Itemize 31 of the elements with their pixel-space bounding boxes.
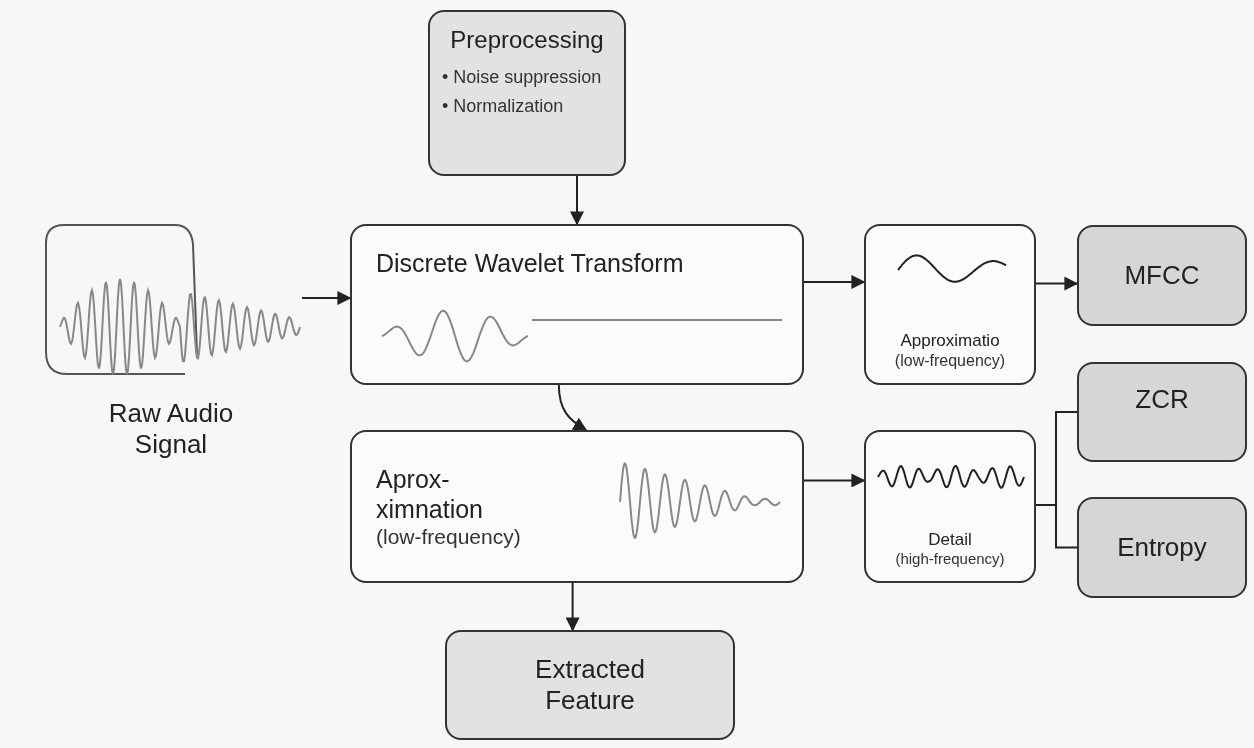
process-box (350, 224, 804, 385)
process-box (1077, 497, 1247, 598)
process-box (428, 10, 626, 176)
process-box (864, 430, 1036, 583)
node-title: Approximatio (900, 330, 1000, 351)
bullet-item: • Noise suppression (442, 65, 602, 89)
node-title: Preprocessing (450, 26, 604, 55)
node-title: Extracted Feature (534, 653, 646, 717)
arrow (803, 274, 866, 289)
arrow (803, 473, 866, 488)
process-box (445, 630, 735, 740)
arrow (565, 582, 580, 632)
process-box (1077, 225, 1247, 326)
node-subtitle: (low-frequency) (376, 524, 521, 550)
process-box (864, 224, 1036, 385)
process-box (1077, 362, 1247, 462)
arrow (301, 291, 352, 306)
node-title: Raw Audio Signal (107, 397, 235, 460)
node-subtitle: (low-frequency) (894, 351, 1006, 371)
arrow (570, 175, 584, 226)
node-title: Entropy (1117, 531, 1207, 564)
node-title: Discrete Wavelet Transform (376, 248, 684, 278)
arrow (557, 384, 588, 431)
process-box (350, 430, 804, 583)
node-title: Detail (928, 529, 972, 551)
node-title: MFCC (1124, 259, 1200, 292)
node-subtitle: (high-frequency) (895, 550, 1005, 569)
arrow (1035, 276, 1079, 291)
node-title: ZCR (1135, 384, 1189, 416)
bullet-item: • Normalization (442, 95, 565, 119)
node-title: Aprox- ximnation (376, 464, 484, 524)
